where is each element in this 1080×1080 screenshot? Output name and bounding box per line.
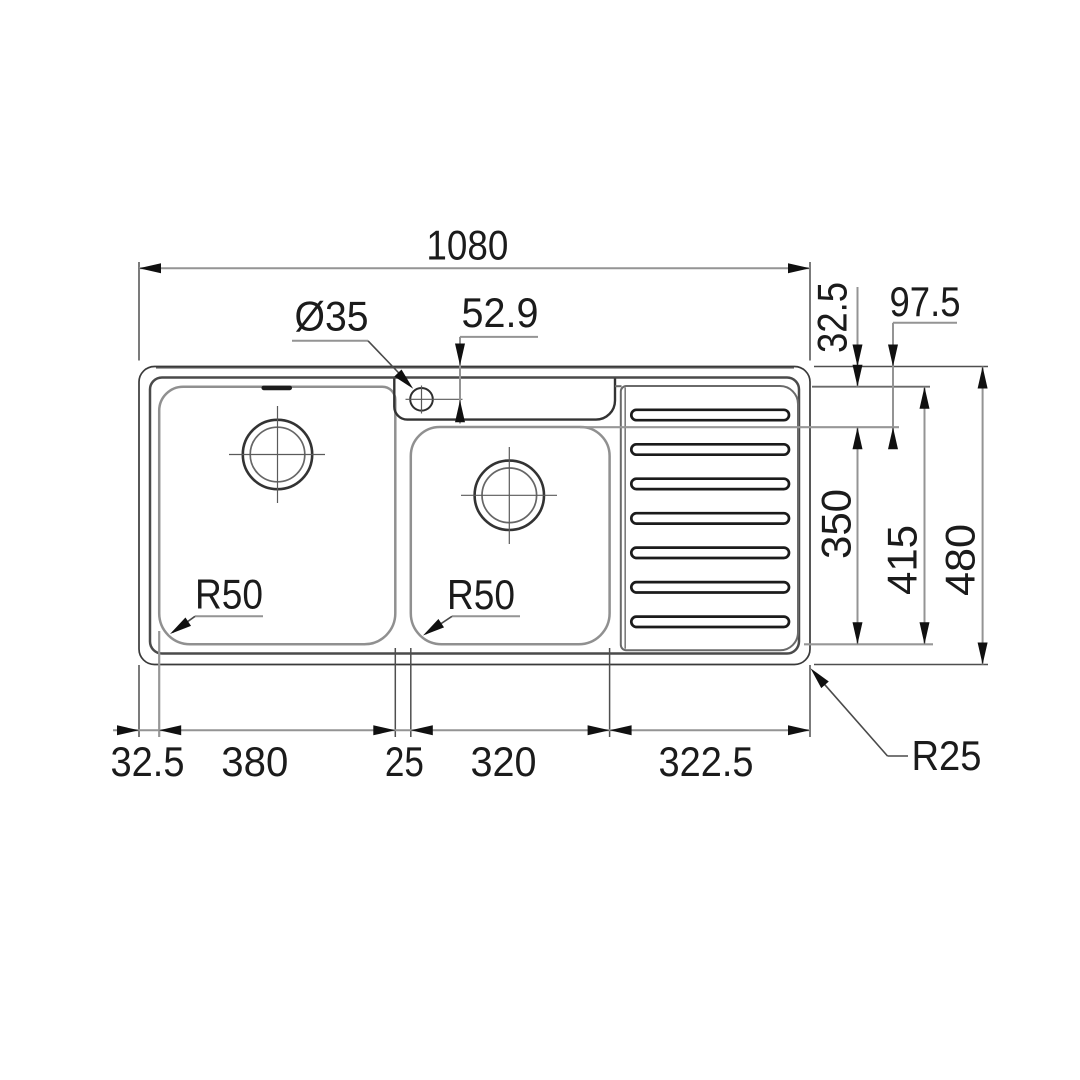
right-extension-lines: [580, 365, 988, 666]
dim-label-overall-width: 1080: [426, 222, 508, 269]
drainer-panel: [619, 385, 799, 652]
dim-label-tap-dia: Ø35: [295, 293, 369, 340]
dim-label-tap-offset: 52.9: [462, 289, 539, 336]
dim-label-outer-corner: R25: [912, 732, 982, 779]
dim-bowl2-corner: R50: [420, 571, 520, 640]
dim-outer-corner: R25: [806, 665, 982, 779]
dim-label-bowl-gap: 25: [385, 738, 424, 785]
dim-label-bowl1-width: 380: [221, 738, 288, 785]
drain-right: [461, 447, 557, 544]
dim-label-bowl2-corner: R50: [447, 571, 515, 618]
sink-outer-edge: [138, 365, 811, 666]
dim-label-overall-depth: 480: [937, 524, 984, 596]
sink-outline: [138, 365, 811, 666]
dim-bowl1-depth: 415: [879, 386, 930, 645]
dim-label-bowl1-depth: 415: [879, 525, 926, 595]
dim-label-bowl2-width: 320: [471, 738, 537, 785]
drainer-ribs: [629, 408, 791, 629]
bowl-right: [409, 425, 611, 646]
dim-overall-depth: 480: [937, 366, 988, 665]
dim-label-rim-to-bowl2: 97.5: [890, 278, 961, 325]
dim-label-left-margin: 32.5: [111, 738, 185, 785]
dim-label-right-section: 322.5: [659, 738, 754, 785]
dim-label-bowl1-corner: R50: [195, 571, 263, 618]
dim-bottom-row: 32.5 380 25 320 322.5: [111, 725, 810, 785]
dim-tap-offset: 52.9: [455, 289, 539, 424]
dim-bowl1-corner: R50: [167, 571, 263, 639]
bottom-extension-lines: [138, 631, 811, 737]
dim-label-rim-band: 32.5: [809, 282, 856, 353]
dim-label-bowl2-depth: 350: [813, 489, 860, 559]
tap-hole: [405, 385, 463, 414]
tap-ledge: [393, 378, 622, 421]
bowl-left-overflow-mark: [261, 385, 292, 391]
dim-tap-hole: Ø35: [292, 293, 417, 393]
drain-left: [229, 406, 325, 503]
dim-overall-width: 1080: [138, 222, 811, 361]
dim-rim-to-bowl2: 97.5: [888, 278, 961, 450]
dim-rim-band: 32.5: [809, 282, 863, 387]
dim-bowl2-depth: 350: [813, 427, 863, 645]
